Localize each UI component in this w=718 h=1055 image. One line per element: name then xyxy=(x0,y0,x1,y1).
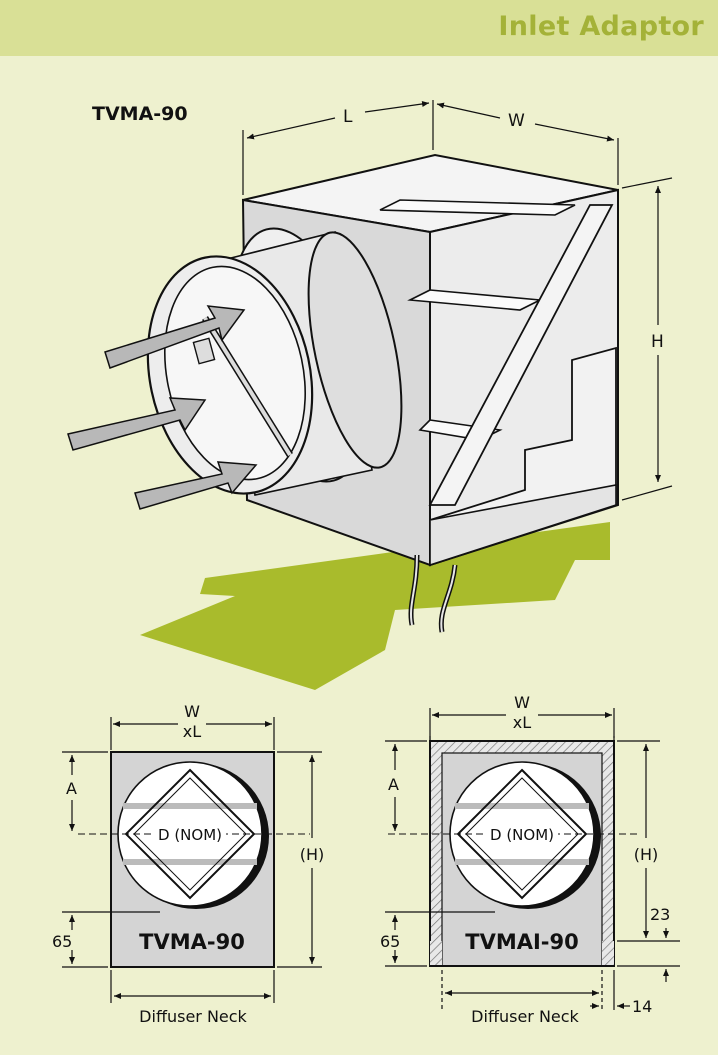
dim-h-ext-top xyxy=(621,177,673,189)
right-neck-label: Diffuser Neck xyxy=(471,1007,579,1026)
left-elevation-view: D (NOM) TVMA-90 W xL A 65 ( xyxy=(52,702,324,1026)
iso-dim-h-label: H xyxy=(651,332,664,352)
left-dim-a-label: A xyxy=(66,779,77,798)
right-dim-h-label: (H) xyxy=(634,845,659,864)
left-neck-label: Diffuser Neck xyxy=(139,1007,247,1026)
dim-w-line-b xyxy=(534,123,615,142)
inner-blade-middle xyxy=(407,289,543,311)
dim-l-line-a xyxy=(246,117,336,140)
left-dim-w-label: W xyxy=(184,702,200,721)
isometric-view: TVMA-90 L W H xyxy=(67,100,673,690)
right-dim-a-label: A xyxy=(388,775,399,794)
left-model-label: TVMA-90 xyxy=(139,930,245,954)
inlet-collar-back xyxy=(307,231,403,469)
floor-shadow xyxy=(140,522,610,690)
right-dim-xl-label: xL xyxy=(513,713,531,732)
airflow-arrow-middle xyxy=(67,397,207,451)
left-dim-d-label: D (NOM) xyxy=(158,826,222,844)
airflow-arrow-bottom xyxy=(134,461,258,510)
dim-h-ext-bottom xyxy=(621,485,673,501)
iso-dim-w-label: W xyxy=(508,111,525,131)
header-band xyxy=(0,0,718,56)
right-dim-d-label: D (NOM) xyxy=(490,826,554,844)
airflow-arrow-top xyxy=(104,305,246,369)
left-dim-h-label: (H) xyxy=(300,845,325,864)
iso-model-label: TVMA-90 xyxy=(92,103,188,125)
left-damper-diamond xyxy=(124,768,256,900)
right-dim-14-label: 14 xyxy=(632,997,652,1016)
inner-blade-top xyxy=(379,199,576,216)
left-dim-xl-label: xL xyxy=(183,722,201,741)
dim-w-line-a xyxy=(436,102,501,119)
page-title: Inlet Adaptor xyxy=(498,11,704,42)
right-damper-diamond xyxy=(456,768,588,900)
bottom-tray xyxy=(429,484,617,567)
diagonal-support xyxy=(428,204,614,506)
right-dim-65-label: 65 xyxy=(380,932,400,951)
right-model-label: TVMAI-90 xyxy=(465,930,578,954)
dim-l-line-b xyxy=(364,101,430,113)
iso-dim-l-label: L xyxy=(343,107,353,127)
left-dim-65-label: 65 xyxy=(52,932,72,951)
right-elevation-view: D (NOM) TVMAI-90 W xL A 65 xyxy=(380,693,680,1026)
damper-bracket xyxy=(192,337,216,365)
right-dim-w-label: W xyxy=(514,693,530,712)
right-dim-23-label: 23 xyxy=(650,905,670,924)
